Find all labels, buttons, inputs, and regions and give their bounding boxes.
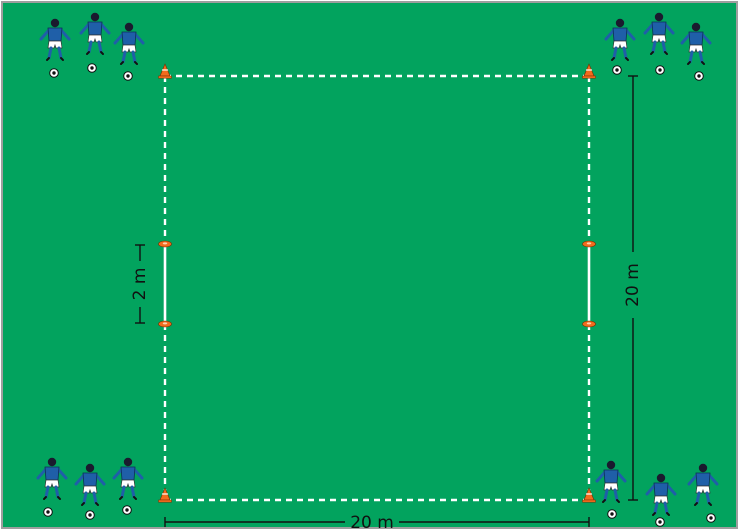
soccer-ball-icon: [88, 64, 97, 73]
soccer-ball-icon: [613, 66, 622, 75]
soccer-ball-icon: [123, 506, 132, 515]
disc-cone-icon: [583, 241, 596, 247]
disc-cone-icon: [159, 321, 172, 327]
soccer-ball-icon: [707, 514, 716, 523]
width-label: 20 m: [350, 513, 394, 530]
soccer-ball-icon: [86, 511, 95, 520]
soccer-ball-icon: [50, 69, 59, 78]
disc-cone-icon: [159, 241, 172, 247]
soccer-ball-icon: [695, 72, 704, 81]
soccer-ball-icon: [124, 72, 133, 81]
gate-width-label: 2 m: [130, 268, 150, 301]
soccer-ball-icon: [44, 508, 53, 517]
soccer-ball-icon: [608, 510, 617, 519]
height-label: 20 m: [623, 263, 643, 307]
disc-cone-icon: [583, 321, 596, 327]
soccer-ball-icon: [656, 518, 665, 527]
soccer-ball-icon: [656, 66, 665, 75]
